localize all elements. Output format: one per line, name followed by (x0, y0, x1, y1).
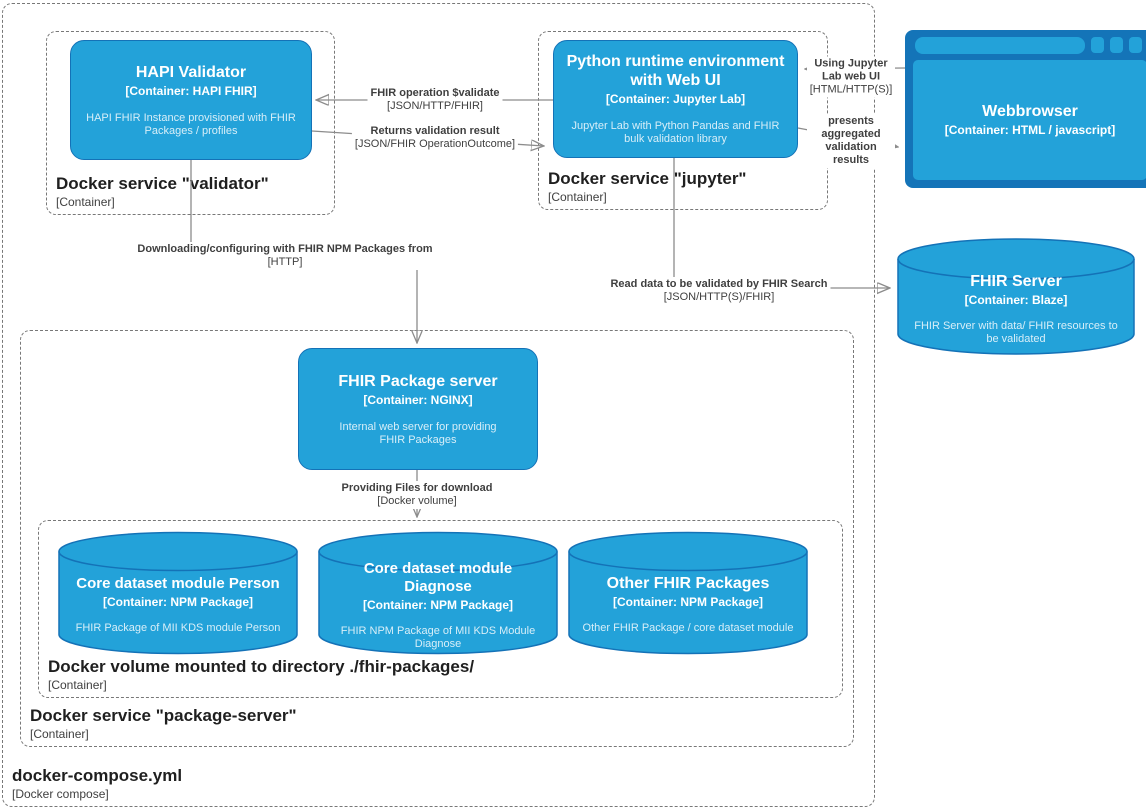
node-module-diagnose: Core dataset module Diagnose [Container:… (318, 531, 558, 655)
node-module-person: Core dataset module Person [Container: N… (58, 531, 298, 655)
node-fhir-server-desc: FHIR Server with data/ FHIR resources to… (914, 319, 1118, 345)
node-other-packages: Other FHIR Packages [Container: NPM Pack… (568, 531, 808, 655)
node-fhir-package-server: FHIR Package server [Container: NGINX] I… (298, 348, 538, 470)
node-fhir-package-server-desc: Internal web server for providing FHIR P… (339, 420, 497, 446)
node-module-person-meta: [Container: NPM Package] (102, 595, 254, 609)
node-python-runtime: Python runtime environment with Web UI [… (553, 40, 798, 158)
cylinder-shape-icon (318, 531, 558, 655)
node-webbrowser: Webbrowser [Container: HTML / javascript… (905, 30, 1146, 188)
boundary-service-jupyter-sublabel: [Container] (548, 190, 607, 204)
node-other-packages-meta: [Container: NPM Package] (612, 595, 764, 609)
boundary-service-jupyter: Docker service "jupyter" [Container] (538, 31, 828, 210)
node-hapi-validator-title: HAPI Validator (135, 63, 247, 81)
node-fhir-server: FHIR Server [Container: Blaze] FHIR Serv… (897, 238, 1135, 356)
edge-label-validate: FHIR operation $validate [JSON/HTTP/FHIR… (367, 86, 503, 114)
node-module-diagnose-title: Core dataset module Diagnose (363, 559, 513, 595)
boundary-docker-volume: Docker volume mounted to directory ./fhi… (38, 520, 843, 698)
browser-window-button-icon (1091, 37, 1104, 53)
node-fhir-package-server-title: FHIR Package server (338, 372, 498, 390)
boundary-docker-compose: docker-compose.yml [Docker compose] (2, 3, 875, 807)
node-python-runtime-meta: [Container: Jupyter Lab] (605, 92, 746, 106)
node-webbrowser-meta: [Container: HTML / javascript] (944, 123, 1116, 137)
node-module-person-title: Core dataset module Person (76, 575, 280, 592)
node-fhir-server-title: FHIR Server (970, 272, 1062, 290)
node-hapi-validator-desc: HAPI FHIR Instance provisioned with FHIR… (86, 111, 296, 137)
boundary-docker-compose-label: docker-compose.yml (12, 766, 183, 785)
browser-window-button-icon (1110, 37, 1123, 53)
node-hapi-validator-meta: [Container: HAPI FHIR] (125, 83, 257, 98)
boundary-service-package-server-sublabel: [Container] (30, 727, 89, 741)
node-module-diagnose-desc: FHIR NPM Package of MII KDS Module Diagn… (340, 624, 536, 650)
edge-label-download: Downloading/configuring with FHIR NPM Pa… (134, 242, 436, 270)
cylinder-shape-icon (568, 531, 808, 655)
browser-content: Webbrowser [Container: HTML / javascript… (913, 60, 1146, 180)
node-fhir-server-meta: [Container: Blaze] (964, 292, 1068, 307)
edge-label-providing: Providing Files for download [Docker vol… (338, 481, 496, 509)
browser-address-bar (915, 37, 1085, 54)
browser-window-button-icon (1129, 37, 1142, 53)
edge-label-using: Using Jupyter Lab web UI [HTML/HTTP(S)] (807, 56, 895, 98)
edge-label-read: Read data to be validated by FHIR Search… (607, 277, 831, 305)
node-python-runtime-title: Python runtime environment with Web UI (566, 53, 785, 89)
node-fhir-package-server-meta: [Container: NGINX] (363, 392, 473, 407)
boundary-docker-volume-sublabel: [Container] (48, 678, 107, 692)
node-other-packages-title: Other FHIR Packages (606, 575, 770, 592)
boundary-service-package-server-label: Docker service "package-server" (30, 706, 297, 725)
node-python-runtime-desc: Jupyter Lab with Python Pandas and FHIR … (571, 120, 780, 145)
node-webbrowser-title: Webbrowser (982, 103, 1078, 120)
boundary-service-package-server: Docker service "package-server" [Contain… (20, 330, 854, 747)
boundary-service-validator-sublabel: [Container] (56, 195, 115, 209)
edge-label-returns: Returns validation result [JSON/FHIR Ope… (351, 124, 519, 152)
node-module-diagnose-meta: [Container: NPM Package] (362, 597, 514, 612)
boundary-service-jupyter-label: Docker service "jupyter" (548, 169, 747, 188)
boundary-docker-compose-sublabel: [Docker compose] (12, 787, 109, 801)
boundary-docker-volume-label: Docker volume mounted to directory ./fhi… (48, 657, 475, 676)
cylinder-shape-icon (58, 531, 298, 655)
node-other-packages-desc: Other FHIR Package / core dataset module (582, 622, 794, 634)
cylinder-shape-icon (897, 238, 1135, 355)
boundary-service-validator-label: Docker service "validator" (56, 174, 269, 193)
edge-label-presents: presents aggregated validation results (807, 114, 895, 168)
node-hapi-validator: HAPI Validator [Container: HAPI FHIR] HA… (70, 40, 312, 160)
edge-read-arrow (673, 158, 890, 288)
node-module-person-desc: FHIR Package of MII KDS module Person (75, 622, 281, 634)
